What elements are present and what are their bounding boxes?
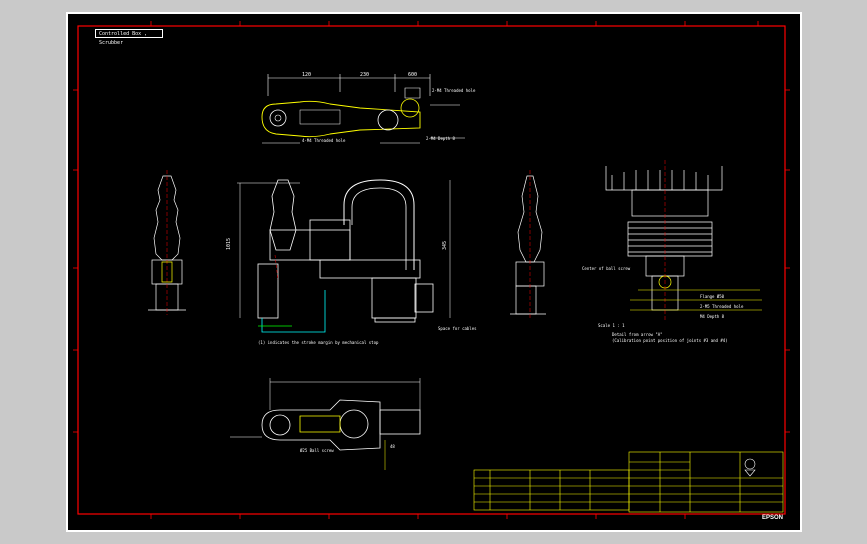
detail-view — [605, 160, 762, 320]
top-view-lower — [230, 378, 421, 470]
top-view-upper — [261, 74, 465, 144]
note-detail-b: (Calibration point position of joints #3… — [612, 338, 728, 343]
front-view — [237, 179, 451, 333]
title-block — [473, 451, 784, 513]
callout-c6: 2-M5 Threaded hole — [700, 304, 744, 309]
callout-c3: 2-M4 Depth 8 — [426, 136, 455, 141]
dim-top-a: 120 — [302, 72, 311, 78]
view-tag: Controlled Box , Scrubber — [95, 29, 163, 46]
ruler-ticks — [73, 21, 790, 519]
dim-side-h: 1015 — [226, 238, 232, 250]
callout-c5: Flange Ø50 — [700, 294, 725, 299]
company-logo: EPSON — [762, 515, 783, 521]
callout-c8: Ø25 Ball screw — [300, 448, 334, 453]
callout-c4: Center of ball screw — [582, 266, 631, 271]
note-scara: (1) indicates the stroke margin by mecha… — [258, 340, 379, 345]
dim-tool-dia: 48 — [390, 444, 395, 449]
dim-top-b: 230 — [360, 72, 369, 78]
callout-c2: 4-M4 Threaded hole — [302, 138, 346, 143]
dim-side-w: 345 — [442, 241, 448, 250]
callout-c7: M4 Depth 8 — [700, 314, 725, 319]
callout-c1: 2-M4 Threaded hole — [432, 88, 476, 93]
inner-border — [77, 25, 786, 515]
left-profile-view — [148, 170, 186, 315]
dim-top-c: 600 — [408, 72, 417, 78]
note-detail-a: Detail from arrow "A" — [612, 332, 663, 337]
drawing-sheet — [66, 12, 802, 532]
note-scale: Scale 1 : 1 — [598, 323, 625, 328]
right-profile-view — [510, 170, 546, 318]
note-base: Space for cables — [438, 326, 477, 331]
